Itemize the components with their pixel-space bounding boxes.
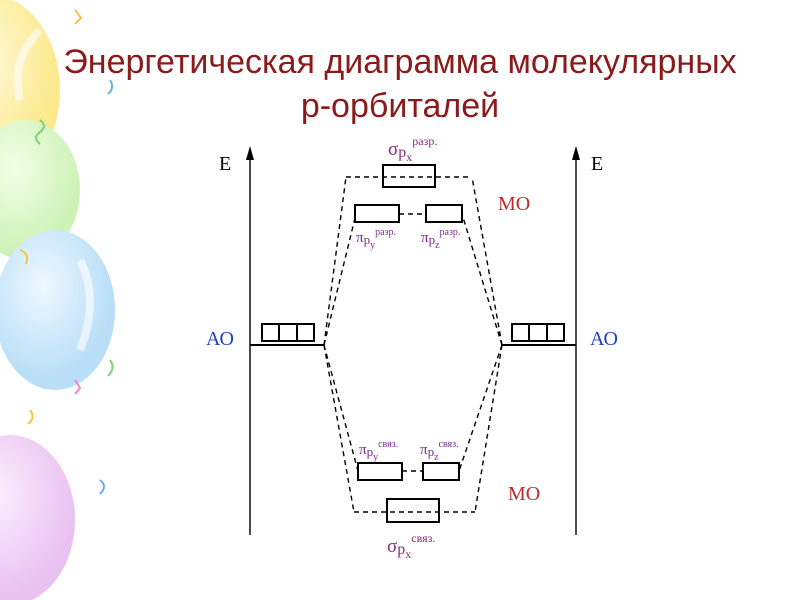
pi-z-bonding-box bbox=[422, 462, 460, 481]
pi-y-antibonding-box bbox=[354, 204, 400, 223]
balloon-blue bbox=[0, 230, 115, 390]
axis-left bbox=[246, 146, 254, 535]
balloon-pink bbox=[0, 435, 75, 600]
axis-right-label: E bbox=[591, 153, 603, 175]
ao-right-boxes bbox=[511, 323, 565, 342]
balloon-green bbox=[0, 120, 80, 260]
ao-right-label: АО bbox=[590, 328, 618, 350]
pi-y-bonding-box bbox=[357, 462, 403, 481]
sigma-bonding-box bbox=[386, 498, 440, 523]
title-line-1: Энергетическая диаграмма молекулярных bbox=[63, 43, 737, 81]
confetti-strands bbox=[19, 9, 114, 495]
axis-left-label: E bbox=[219, 153, 231, 175]
mo-top-label: МО bbox=[498, 193, 530, 215]
sigma-antibonding-box bbox=[382, 164, 436, 188]
pi-z-antibonding-box bbox=[425, 204, 463, 223]
ao-left-boxes bbox=[261, 323, 315, 342]
pi-z-bonding-label: πpzсвяз. bbox=[420, 439, 459, 463]
title-line-2: р-орбиталей bbox=[300, 87, 500, 125]
ao-left-label: АО bbox=[206, 328, 234, 350]
pi-y-bonding-label: πpyсвяз. bbox=[359, 439, 398, 463]
mo-bottom-label: МО bbox=[508, 483, 540, 505]
slide-title: Энергетическая диаграмма молекулярных р-… bbox=[0, 40, 800, 128]
sigma-antibonding-label: σpxразр. bbox=[388, 134, 437, 164]
pi-y-antibonding-label: πpyразр. bbox=[356, 227, 396, 251]
sigma-bonding-label: σpxсвяз. bbox=[387, 531, 435, 561]
axis-right bbox=[572, 146, 580, 535]
correlation-lines bbox=[323, 176, 503, 513]
pi-z-antibonding-label: πpzразр. bbox=[421, 227, 460, 251]
